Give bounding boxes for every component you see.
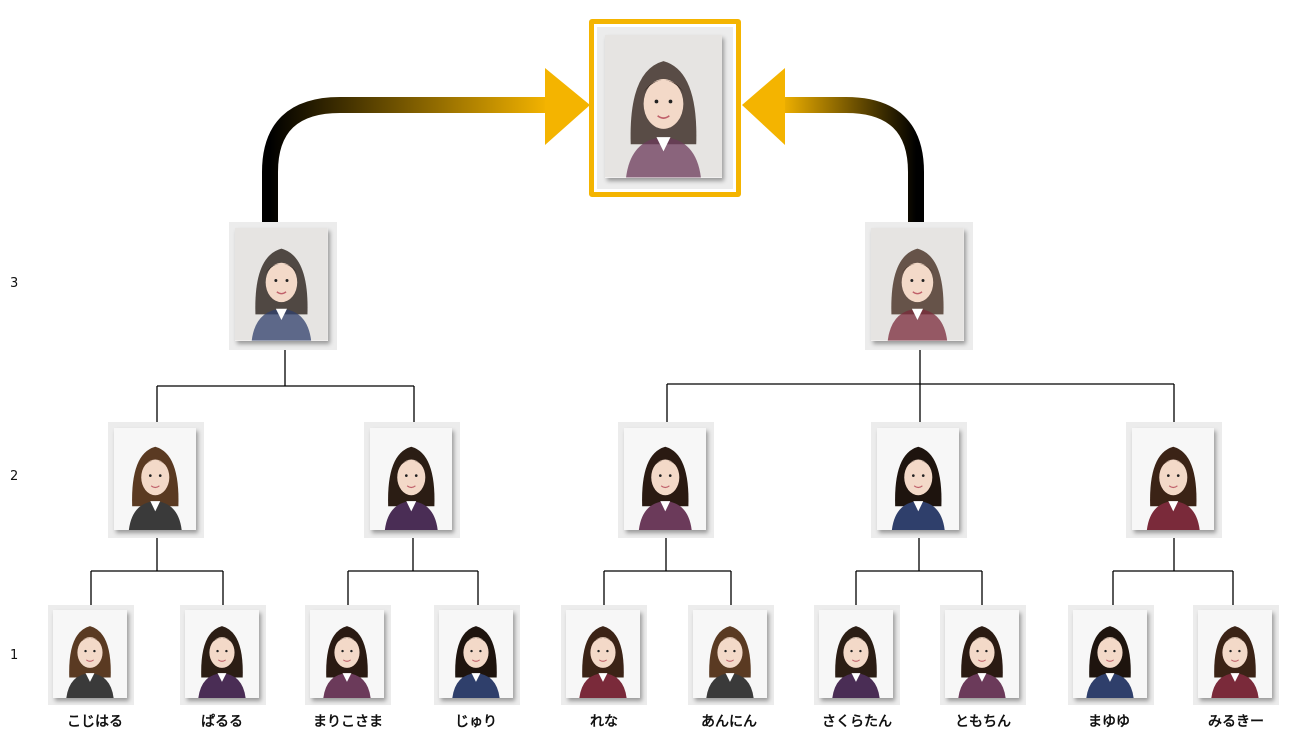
level-label-2: 2 [10,469,19,484]
member-name: ぱるる [201,714,243,730]
member-portrait [688,605,774,705]
root-highlight-frame [589,19,741,197]
member-portrait [1068,605,1154,705]
root-portrait [597,27,733,189]
member-portrait [180,605,266,705]
member-name: あんにん [701,714,757,730]
level2-portrait [871,422,967,538]
level2-portrait [108,422,204,538]
level2-portrait [364,422,460,538]
level2-portrait [1126,422,1222,538]
member-name: こじはる [67,714,123,730]
member-portrait [305,605,391,705]
member-name: ともちん [955,714,1011,730]
member-name: まゆゆ [1088,714,1130,730]
level-label-1: 1 [10,648,19,663]
merge-arrow-right [742,68,924,222]
member-name: じゅり [455,714,497,730]
member-name: さくらたん [822,714,892,730]
connector-group-right [666,350,1175,422]
member-portrait [434,605,520,705]
member-portrait [48,605,134,705]
merge-arrow-left [262,68,590,224]
member-name: まりこさま [313,714,383,730]
level3-portrait [865,222,973,350]
level-label-3: 3 [10,276,19,291]
member-portrait [814,605,900,705]
member-portrait [1193,605,1279,705]
member-name: れな [590,714,618,730]
connector-leaf-pairs [90,538,1234,605]
level2-portrait [618,422,714,538]
member-portrait [561,605,647,705]
member-name: みるきー [1208,714,1264,730]
connector-group-left [156,350,415,422]
member-portrait [940,605,1026,705]
level3-portrait [229,222,337,350]
